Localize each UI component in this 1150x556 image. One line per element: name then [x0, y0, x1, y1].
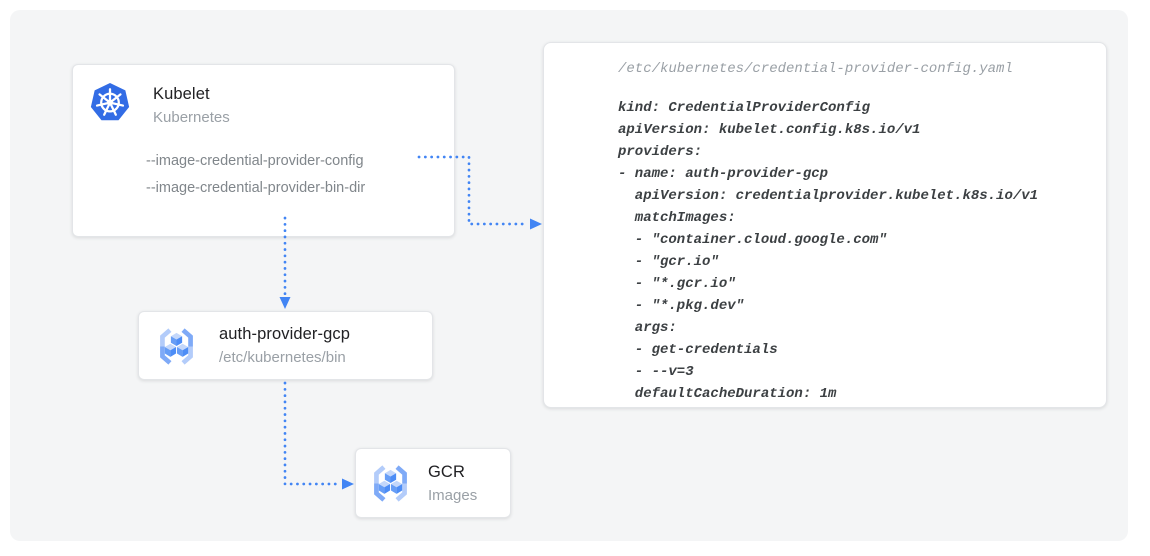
code-line: providers:	[618, 144, 703, 160]
code-line: matchImages:	[618, 210, 736, 226]
code-line: args:	[618, 320, 677, 336]
flag-image-credential-provider-config: --image-credential-provider-config	[146, 153, 364, 169]
kubernetes-icon	[90, 82, 130, 121]
config-yaml-code: kind: CredentialProviderConfig apiVersio…	[618, 97, 1086, 405]
credential-provider-config-panel: /etc/kubernetes/credential-provider-conf…	[543, 42, 1107, 408]
code-line: apiVersion: kubelet.config.k8s.io/v1	[618, 122, 921, 138]
gcr-card: GCR Images	[355, 448, 511, 518]
config-file-path: /etc/kubernetes/credential-provider-conf…	[618, 61, 1013, 77]
code-line: - "*.pkg.dev"	[618, 298, 745, 314]
code-line: kind: CredentialProviderConfig	[618, 100, 871, 116]
code-line: - "gcr.io"	[618, 254, 719, 270]
code-line: - "*.gcr.io"	[618, 276, 736, 292]
kubelet-title: Kubelet	[153, 85, 210, 103]
code-line: - --v=3	[618, 364, 694, 380]
gcr-icon	[368, 461, 413, 506]
code-line: defaultCacheDuration: 1m	[618, 386, 837, 402]
code-line: - "container.cloud.google.com"	[618, 232, 887, 248]
auth-provider-gcp-card: auth-provider-gcp /etc/kubernetes/bin	[138, 311, 433, 380]
flag-image-credential-provider-bin-dir: --image-credential-provider-bin-dir	[146, 180, 366, 196]
code-line: - name: auth-provider-gcp	[618, 166, 829, 182]
gcr-title: GCR	[428, 463, 465, 481]
kubelet-flags: --image-credential-provider-config --ima…	[146, 148, 365, 202]
kubelet-card: Kubelet Kubernetes --image-credential-pr…	[72, 64, 455, 237]
kubelet-subtitle: Kubernetes	[153, 109, 230, 126]
code-line: - get-credentials	[618, 342, 778, 358]
code-line: apiVersion: credentialprovider.kubelet.k…	[618, 188, 1039, 204]
gcr-subtitle: Images	[428, 487, 478, 504]
gcr-icon	[154, 324, 199, 369]
auth-provider-gcp-title: auth-provider-gcp	[219, 325, 351, 343]
auth-provider-gcp-path: /etc/kubernetes/bin	[219, 349, 346, 366]
